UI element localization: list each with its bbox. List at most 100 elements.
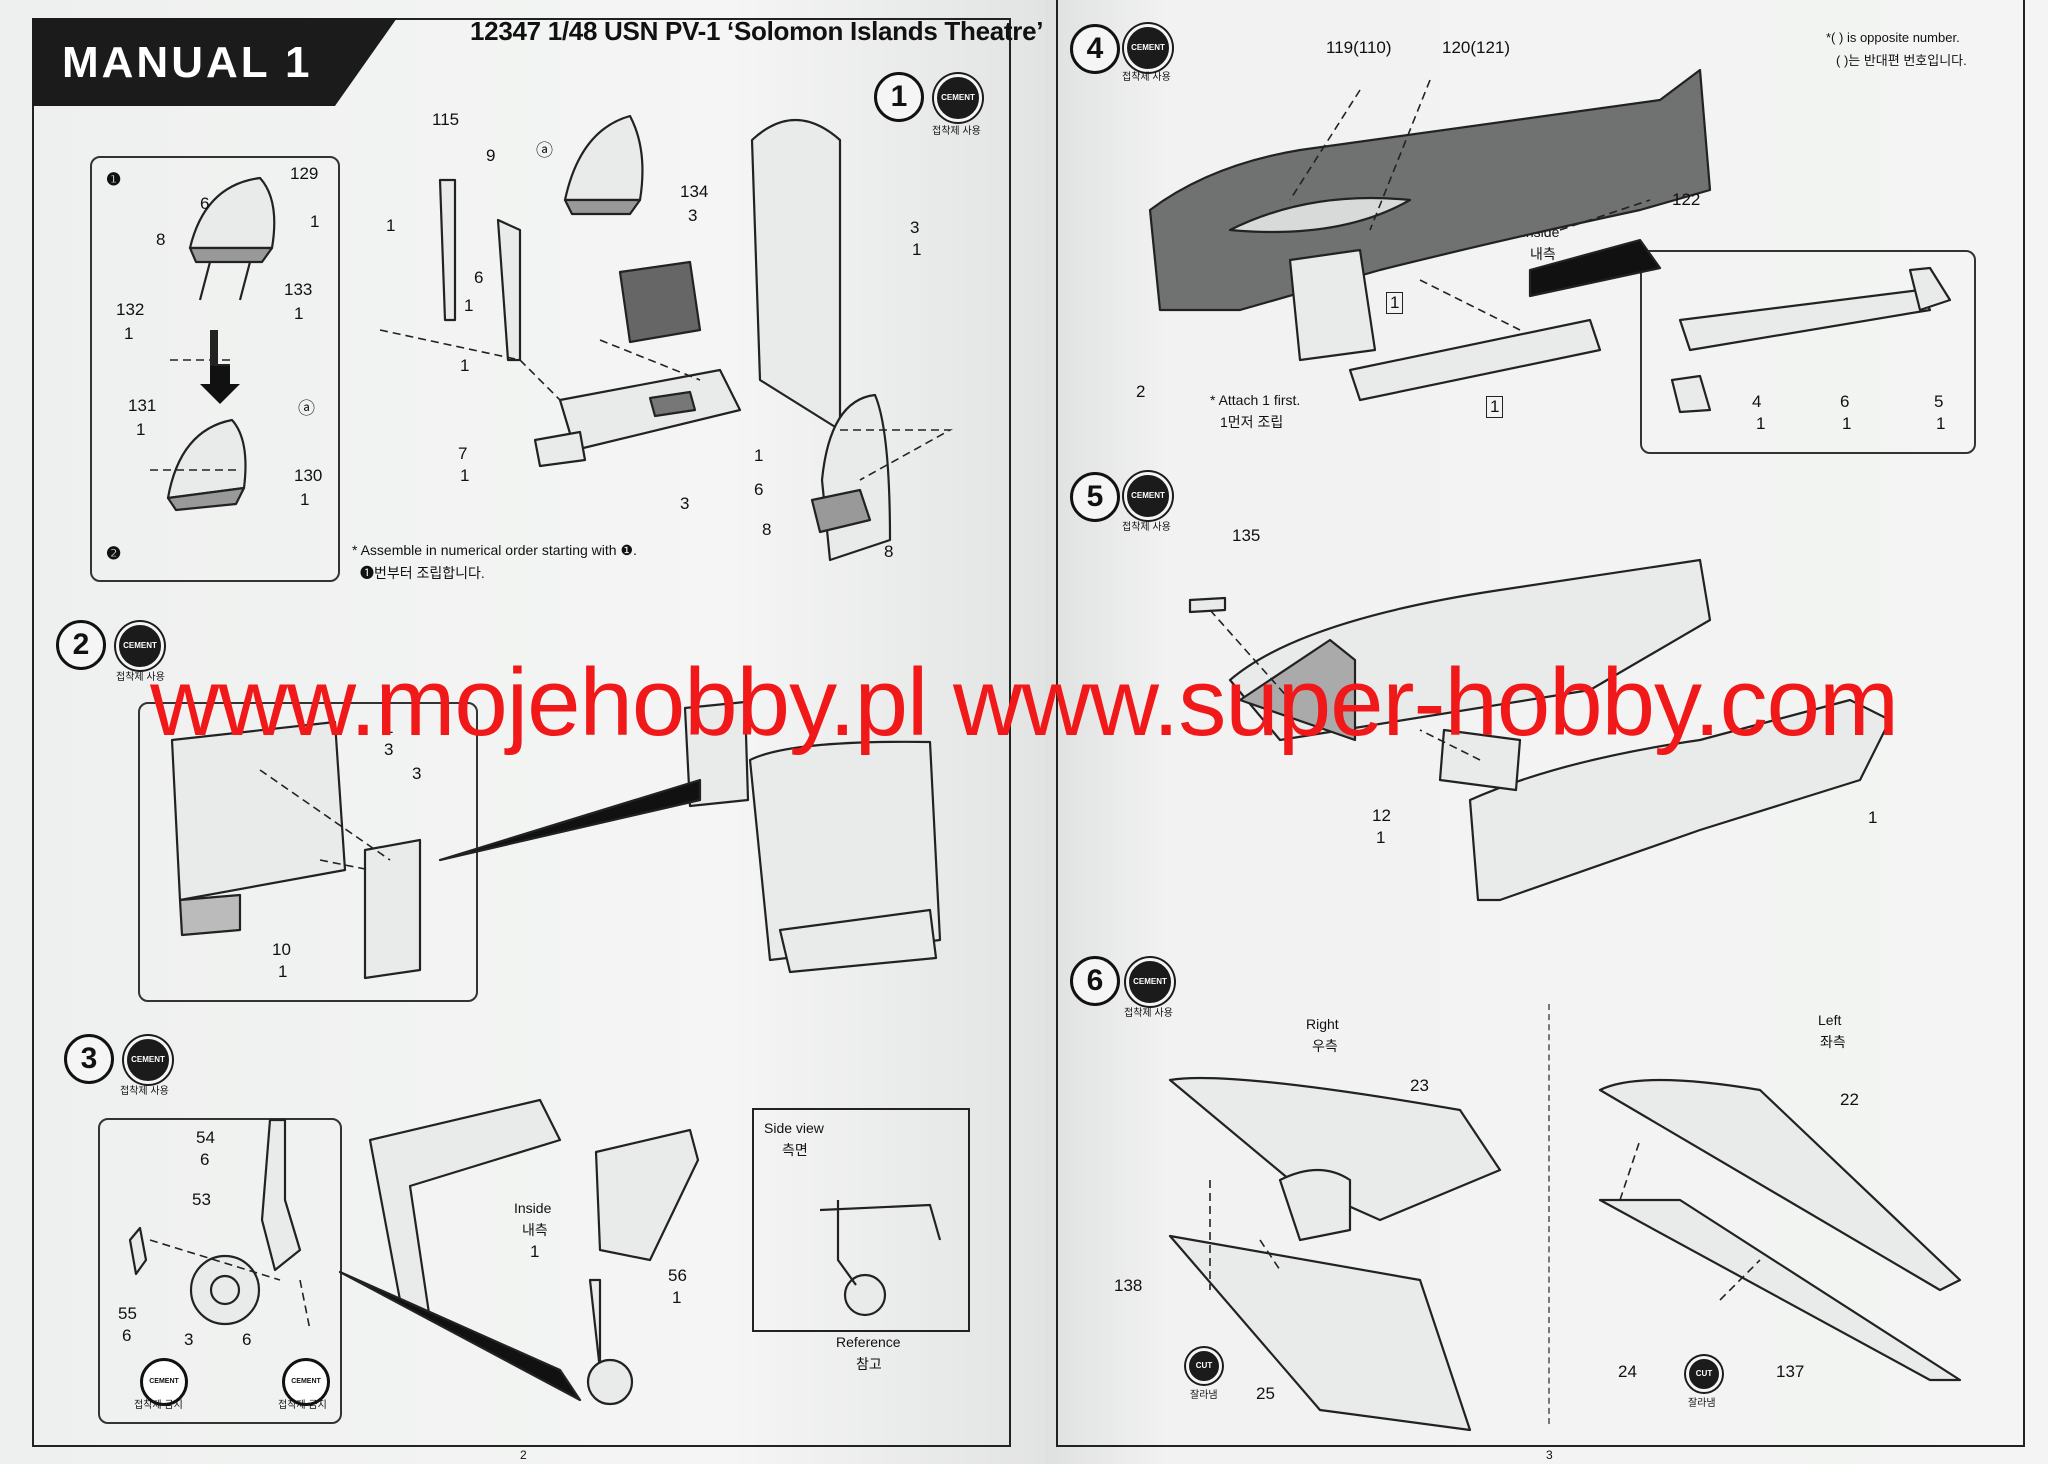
attach-note: * Attach 1 first. <box>1210 392 1301 408</box>
step-number-2: 2 <box>56 620 106 670</box>
part-label: 129 <box>290 164 319 183</box>
part-label: 3 <box>680 494 690 513</box>
cut-kr-label: 잘라냄 <box>1190 1390 1218 1401</box>
seat-shell <box>188 176 276 250</box>
part-label: 130 <box>294 466 323 485</box>
part-label: 138 <box>1114 1276 1143 1295</box>
cement-icon: CEMENT <box>1124 24 1172 72</box>
part-label: 6 <box>122 1326 132 1345</box>
part-label: 1 <box>1756 414 1766 433</box>
part-label: 132 <box>116 300 145 319</box>
part-label: 119(110) <box>1326 38 1392 57</box>
opposite-note: *( ) is opposite number. <box>1826 30 1960 45</box>
part-label: 1 <box>460 466 470 485</box>
part-label: 10 <box>272 940 291 959</box>
part-label: 135 <box>1232 526 1261 545</box>
part-label: 133 <box>284 280 313 299</box>
cement-icon: CEMENT <box>1126 958 1174 1006</box>
cement-icon: CEMENT <box>1124 472 1172 520</box>
sub-assembly-box-gear <box>98 1118 342 1424</box>
part-label: 1 <box>912 240 922 259</box>
part-label: 12 <box>1372 806 1391 825</box>
part-label: 1 <box>672 1288 682 1307</box>
part-label: 1 <box>464 296 474 315</box>
part-label: 1 <box>278 962 288 981</box>
part-label: 1 <box>754 446 764 465</box>
side-view-box <box>752 1108 970 1332</box>
cement-kr-label: 접착제 사용 <box>116 672 165 683</box>
side-view-kr-label: 측면 <box>782 1142 808 1158</box>
cement-kr-label: 접착제 사용 <box>1124 1008 1173 1019</box>
part-label: 3 <box>384 740 394 759</box>
part-label: 3 <box>688 206 698 225</box>
part-label: 9 <box>486 146 496 165</box>
sub-assembly-box-seat <box>90 156 340 582</box>
part-label: 120(121) <box>1442 38 1511 57</box>
no-cement-kr-label: 접착제 금지 <box>134 1400 183 1411</box>
ref-a-label: ⓐ <box>298 399 315 418</box>
part-label: 25 <box>1256 1384 1275 1403</box>
cut-icon: CUT <box>1686 1356 1722 1392</box>
cement-icon: CEMENT <box>116 622 164 670</box>
opposite-note-kr: ( )는 반대편 번호입니다. <box>1836 53 1967 68</box>
part-label: 6 <box>242 1330 252 1349</box>
part-label: 1 <box>124 324 134 343</box>
cement-kr-label: 접착제 사용 <box>1122 522 1171 533</box>
inside-kr-label: 내측 <box>1530 246 1556 262</box>
part-label: 1 <box>384 718 394 737</box>
part-label: 1 <box>136 420 146 439</box>
part-label: 6 <box>1840 392 1850 411</box>
left-wing-kr-label: 좌측 <box>1820 1034 1846 1050</box>
watermark: www.mojehobby.pl www.super-hobby.com <box>150 649 1899 756</box>
part-label: 1 <box>460 356 470 375</box>
ref-a-label: ⓐ <box>536 141 553 160</box>
cut-kr-label: 잘라냄 <box>1688 1398 1716 1409</box>
part-label: 5 <box>1934 392 1944 411</box>
manual-label: MANUAL 1 <box>62 38 313 87</box>
cement-kr-label: 접착제 사용 <box>120 1086 169 1097</box>
part-label: 54 <box>196 1128 215 1147</box>
attach-note-kr: 1먼저 조립 <box>1220 414 1284 430</box>
part-label: 1 <box>300 490 310 509</box>
part-label: 22 <box>1840 1090 1859 1109</box>
part-label: 8 <box>762 520 772 539</box>
part-label: 24 <box>1618 1362 1637 1381</box>
kit-title: 12347 1/48 USN PV-1 ‘Solomon Islands The… <box>470 16 1044 46</box>
part-label: 3 <box>910 218 920 237</box>
step-number-1: 1 <box>874 72 924 122</box>
part-label: 8 <box>884 542 894 561</box>
part-label: 1 <box>1868 808 1878 827</box>
left-page: MANUAL 1 12347 1/48 USN PV-1 ‘Solomon Is… <box>0 0 1046 1464</box>
part-label: 134 <box>680 182 709 201</box>
right-wing-kr-label: 우측 <box>1312 1038 1338 1054</box>
part-label: 131 <box>128 396 157 415</box>
page-frame <box>32 18 1011 1447</box>
part-label: 1 <box>1386 292 1404 314</box>
divider <box>1548 1004 1550 1424</box>
part-label: 53 <box>192 1190 211 1209</box>
part-label: 1 <box>294 304 304 323</box>
step-number-3: 3 <box>64 1034 114 1084</box>
part-label: 2 <box>1136 382 1146 401</box>
part-label: 3 <box>184 1330 194 1349</box>
part-label: 122 <box>1672 190 1701 209</box>
sub-step-2: ❷ <box>106 544 122 563</box>
no-cement-icon: CEMENT <box>282 1358 330 1406</box>
part-label: 55 <box>118 1304 137 1323</box>
part-label: 1 <box>310 212 320 231</box>
cement-icon: CEMENT <box>934 74 982 122</box>
cement-kr-label: 접착제 사용 <box>1122 72 1171 83</box>
part-label: 6 <box>754 480 764 499</box>
part-label: 6 <box>200 194 210 213</box>
page-number: 2 <box>520 1448 527 1462</box>
cement-icon: CEMENT <box>124 1036 172 1084</box>
no-cement-icon: CEMENT <box>140 1358 188 1406</box>
part-label: 115 <box>432 110 460 129</box>
step-number-4: 4 <box>1070 24 1120 74</box>
sub-step-1: ❶ <box>106 170 122 189</box>
no-cement-kr-label: 접착제 금지 <box>278 1400 327 1411</box>
step-number-6: 6 <box>1070 956 1120 1006</box>
part-label: 7 <box>458 444 468 463</box>
reference-kr-label: 참고 <box>856 1356 882 1372</box>
part-label: 1 <box>1842 414 1852 433</box>
